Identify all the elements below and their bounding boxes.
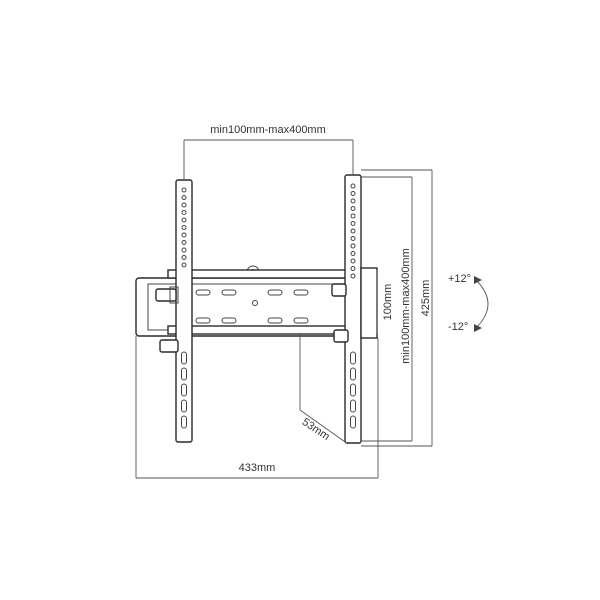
mount-hole	[350, 213, 356, 219]
mount-hole	[350, 183, 356, 189]
mount-hole	[350, 266, 356, 271]
right-vertical-arm	[331, 174, 378, 444]
mount-hole	[350, 221, 356, 226]
mount-hole	[181, 262, 187, 268]
mount-slot	[350, 367, 356, 381]
mount-hole	[181, 240, 187, 245]
mount-hole	[181, 195, 187, 200]
tilt-up-label: +12°	[448, 273, 471, 285]
mount-hole	[350, 251, 356, 256]
plate-height-dimension: 100mm	[376, 270, 394, 334]
total-width-dimension: 433mm	[135, 336, 379, 479]
mount-hole	[350, 206, 356, 211]
wall-distance-label: 53mm	[300, 416, 332, 443]
plate-slots	[195, 289, 309, 324]
mount-slot	[350, 399, 356, 413]
mount-hole	[181, 232, 187, 238]
mount-hole	[181, 202, 187, 208]
mount-hole	[350, 273, 356, 279]
mount-hole	[350, 191, 356, 196]
plate-height-label: 100mm	[382, 284, 394, 321]
mount-hole	[350, 198, 356, 204]
total-height-label: 425mm	[420, 280, 432, 317]
mount-slot	[181, 351, 187, 365]
vesa-width-label: min100mm-max400mm	[210, 124, 326, 136]
vesa-height-dimension: min100mm-max400mm	[361, 176, 413, 442]
mount-hole	[181, 187, 187, 193]
mount-hole	[181, 210, 187, 215]
mount-hole	[350, 243, 356, 249]
mount-slot	[181, 399, 187, 413]
mount-slot	[181, 415, 187, 429]
mount-slot	[350, 351, 356, 365]
tilt-indicator: +12° -12°	[448, 273, 489, 333]
mount-slot	[350, 383, 356, 397]
total-width-label: 433mm	[239, 462, 276, 474]
vesa-height-label: min100mm-max400mm	[400, 248, 412, 364]
mount-slot	[181, 383, 187, 397]
total-height-dimension: 425mm	[361, 169, 433, 447]
mount-slot	[181, 367, 187, 381]
vesa-width-dimension: min100mm-max400mm	[183, 124, 354, 180]
mount-hole	[350, 236, 356, 241]
mount-hole	[181, 255, 187, 260]
mount-hole	[181, 225, 187, 230]
mount-hole	[181, 247, 187, 253]
mount-hole	[350, 258, 356, 264]
mount-hole	[350, 228, 356, 234]
tilt-down-label: -12°	[448, 321, 468, 333]
wall-distance-dimension: 53mm	[299, 334, 349, 445]
mount-hole	[181, 217, 187, 223]
mount-slot	[350, 415, 356, 429]
